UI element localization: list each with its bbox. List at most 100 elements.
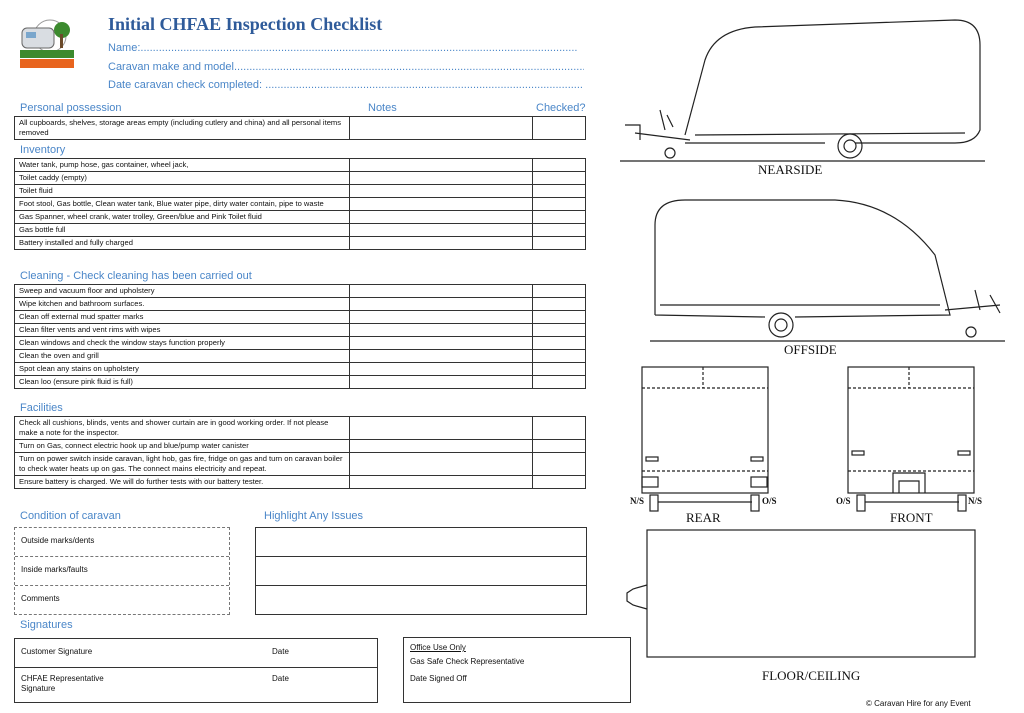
checked-cell[interactable] — [532, 116, 586, 140]
checked-cell[interactable] — [532, 236, 586, 250]
gas-safe-label: Gas Safe Check Representative — [410, 657, 525, 666]
checked-cell[interactable] — [532, 323, 586, 337]
notes-cell[interactable] — [349, 349, 533, 363]
floor-ceiling-drawing — [626, 529, 976, 658]
checklist-item: Toilet caddy (empty) — [14, 171, 350, 185]
checked-cell[interactable] — [532, 310, 586, 324]
checked-cell[interactable] — [532, 223, 586, 237]
condition-box: Outside marks/dents Inside marks/faults … — [14, 527, 230, 615]
checklist-item: Sweep and vacuum floor and upholstery — [14, 284, 350, 298]
notes-cell[interactable] — [349, 336, 533, 350]
notes-cell[interactable] — [349, 158, 533, 172]
notes-cell[interactable] — [349, 210, 533, 224]
issue-line[interactable] — [256, 586, 586, 614]
signature-box: Customer Signature Date CHFAE Representa… — [14, 638, 378, 703]
date-completed-label: Date caravan check completed: — [108, 79, 266, 91]
table-row: Spot clean any stains on upholstery — [14, 362, 586, 376]
nearside-label: NEARSIDE — [758, 162, 823, 177]
front-label: FRONT — [890, 510, 933, 525]
notes-cell[interactable] — [349, 439, 533, 453]
section-heading: Personal possession — [20, 102, 122, 114]
checked-cell[interactable] — [532, 284, 586, 298]
notes-cell[interactable] — [349, 452, 533, 476]
table-row: Clean off external mud spatter marks — [14, 310, 586, 324]
notes-cell[interactable] — [349, 236, 533, 250]
table-row: Check all cushions, blinds, vents and sh… — [14, 416, 586, 440]
condition-heading: Condition of caravan — [20, 510, 121, 522]
rear-label: REAR — [686, 510, 721, 525]
section-heading: Facilities — [20, 402, 63, 414]
notes-cell[interactable] — [349, 223, 533, 237]
checklist-item: Clean filter vents and vent rims with wi… — [14, 323, 350, 337]
front-os-label: O/S — [836, 496, 851, 506]
notes-cell[interactable] — [349, 284, 533, 298]
rep-date-label: Date — [272, 674, 289, 683]
caravan-model-field[interactable]: Caravan make and model..................… — [108, 61, 584, 73]
notes-cell[interactable] — [349, 184, 533, 198]
checked-cell[interactable] — [532, 475, 586, 489]
rear-ns-label: N/S — [630, 496, 645, 506]
table-row: Sweep and vacuum floor and upholstery — [14, 284, 586, 298]
condition-outside[interactable]: Outside marks/dents — [15, 528, 229, 557]
table-row: All cupboards, shelves, storage areas em… — [14, 116, 586, 140]
checklist-item: Wipe kitchen and bathroom surfaces. — [14, 297, 350, 311]
table-row: Clean windows and check the window stays… — [14, 336, 586, 350]
notes-cell[interactable] — [349, 475, 533, 489]
date-completed-field[interactable]: Date caravan check completed: ..........… — [108, 79, 584, 91]
checklist-item: Battery installed and fully charged — [14, 236, 350, 250]
checked-cell[interactable] — [532, 197, 586, 211]
name-field[interactable]: Name:...................................… — [108, 42, 578, 54]
checklist-item: Water tank, pump hose, gas container, wh… — [14, 158, 350, 172]
date-signed-label: Date Signed Off — [410, 674, 467, 683]
issue-line[interactable] — [256, 557, 586, 586]
condition-inside[interactable]: Inside marks/faults — [15, 557, 229, 586]
office-use-title: Office Use Only — [410, 643, 466, 652]
checked-cell[interactable] — [532, 349, 586, 363]
checklist-item: Gas bottle full — [14, 223, 350, 237]
checked-cell[interactable] — [532, 362, 586, 376]
rep-signature-row[interactable]: CHFAE Representative Signature Date — [15, 668, 377, 702]
section-heading: Inventory — [20, 144, 66, 156]
checklist-item: Clean windows and check the window stays… — [14, 336, 350, 350]
notes-cell[interactable] — [349, 310, 533, 324]
logo — [18, 18, 76, 70]
checklist-item: Turn on Gas, connect electric hook up an… — [14, 439, 350, 453]
notes-cell[interactable] — [349, 171, 533, 185]
checked-cell[interactable] — [532, 184, 586, 198]
checked-cell[interactable] — [532, 375, 586, 389]
checked-cell[interactable] — [532, 158, 586, 172]
notes-cell[interactable] — [349, 116, 533, 140]
checked-cell[interactable] — [532, 452, 586, 476]
checklist-item: Clean loo (ensure pink fluid is full) — [14, 375, 350, 389]
checked-cell[interactable] — [532, 297, 586, 311]
table-row: Clean the oven and grill — [14, 349, 586, 363]
floor-ceiling-label: FLOOR/CEILING — [762, 668, 861, 683]
table-row: Toilet caddy (empty) — [14, 171, 586, 185]
checked-cell[interactable] — [532, 439, 586, 453]
customer-signature-row[interactable]: Customer Signature Date — [15, 639, 377, 668]
table-row: Toilet fluid — [14, 184, 586, 198]
checked-cell[interactable] — [532, 171, 586, 185]
table-row: Turn on power switch inside caravan, lig… — [14, 452, 586, 476]
checked-cell[interactable] — [532, 210, 586, 224]
issue-line[interactable] — [256, 528, 586, 557]
table-row: Ensure battery is charged. We will do fu… — [14, 475, 586, 489]
table-row: Wipe kitchen and bathroom surfaces. — [14, 297, 586, 311]
checked-cell[interactable] — [532, 336, 586, 350]
notes-cell[interactable] — [349, 416, 533, 440]
offside-label: OFFSIDE — [784, 342, 837, 357]
notes-cell[interactable] — [349, 362, 533, 376]
table-row: Turn on Gas, connect electric hook up an… — [14, 439, 586, 453]
name-label: Name: — [108, 42, 141, 54]
notes-cell[interactable] — [349, 375, 533, 389]
notes-cell[interactable] — [349, 197, 533, 211]
notes-cell[interactable] — [349, 323, 533, 337]
rep-signature-label: CHFAE Representative Signature — [21, 674, 104, 693]
checklist-item: Clean off external mud spatter marks — [14, 310, 350, 324]
table-row: Water tank, pump hose, gas container, wh… — [14, 158, 586, 172]
rear-drawing — [641, 366, 769, 512]
notes-cell[interactable] — [349, 297, 533, 311]
condition-comments[interactable]: Comments — [21, 594, 60, 603]
checked-cell[interactable] — [532, 416, 586, 440]
